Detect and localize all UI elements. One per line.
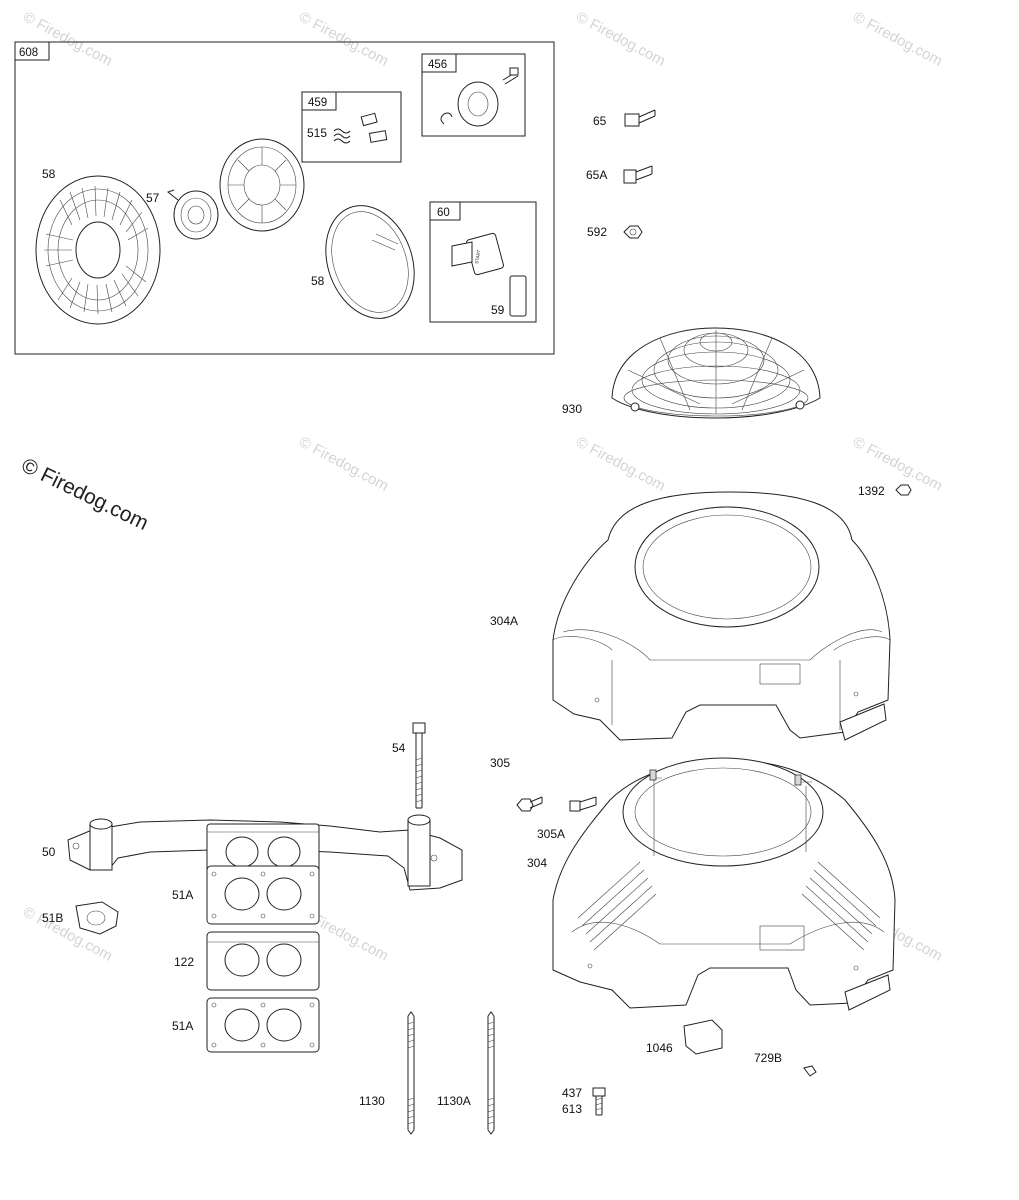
watermark: © Firedog.com [296, 434, 391, 495]
stud-1130A-part [487, 1011, 495, 1135]
gasket-51A-top-part [206, 865, 320, 925]
screw-305A-part [569, 796, 597, 812]
gasket-51B-part [75, 901, 119, 935]
screw-437-part [592, 1087, 606, 1116]
callout-1130: 1130 [359, 1094, 385, 1108]
group-456-box: 456 [421, 53, 526, 137]
watermark: © Firedog.com [296, 9, 391, 70]
recoil-spring-part [325, 205, 415, 319]
callout-613: 613 [562, 1102, 582, 1116]
clip-729B-part [803, 1065, 817, 1077]
handle-start-text: START [474, 249, 481, 264]
starter-pulley-part [219, 138, 305, 232]
callout-305: 305 [490, 756, 510, 770]
callout-65: 65 [593, 114, 607, 128]
callout-1392: 1392 [858, 484, 885, 498]
callout-59: 59 [491, 303, 505, 317]
callout-122: 122 [174, 955, 194, 969]
group-60-box: 60 START 59 [429, 201, 537, 323]
cylinder-shroud-304-part [552, 757, 896, 1011]
callout-51B: 51B [42, 911, 63, 925]
callout-1130A: 1130A [437, 1094, 471, 1108]
gasket-51A-bottom-part [206, 997, 320, 1053]
group-459-box: 459 515 [301, 91, 402, 163]
fan-guard-930-part [611, 327, 821, 419]
callout-51A-bottom: 51A [172, 1019, 193, 1033]
callout-57: 57 [146, 191, 160, 205]
callout-51A-top: 51A [172, 888, 193, 902]
group-label-456: 456 [428, 59, 447, 71]
screw-305-part [516, 796, 543, 812]
cover-1046-part [683, 1019, 723, 1055]
watermark: © Firedog.com [850, 9, 945, 70]
watermark: © Firedog.com [573, 434, 668, 495]
group-label-608: 608 [19, 47, 38, 59]
starter-spring-part [166, 189, 219, 240]
group-608-box: 608 [14, 41, 555, 355]
callout-54: 54 [392, 741, 406, 755]
callout-304A: 304A [490, 614, 518, 628]
group-label-459: 459 [308, 97, 327, 109]
callout-437: 437 [562, 1086, 582, 1100]
watermark: © Firedog.com [20, 9, 115, 70]
stud-1130-part [407, 1011, 415, 1135]
callout-305A: 305A [537, 827, 565, 841]
callout-50: 50 [42, 845, 56, 859]
callout-930: 930 [562, 402, 582, 416]
callout-592: 592 [587, 225, 607, 239]
spacer-122-part [206, 931, 320, 991]
watermark-large: © Firedog.com [18, 454, 152, 535]
group-label-60: 60 [437, 207, 450, 219]
callout-58-housing: 58 [42, 167, 56, 181]
screw-65A-part [623, 165, 653, 184]
starter-housing-part [35, 175, 161, 325]
callout-515: 515 [307, 126, 327, 140]
callout-304: 304 [527, 856, 547, 870]
nut-592-part [623, 225, 643, 239]
callout-729B: 729B [754, 1051, 782, 1065]
callout-1046: 1046 [646, 1041, 673, 1055]
watermark: © Firedog.com [573, 9, 668, 70]
nut-1392-part [895, 484, 912, 496]
callout-58-spring: 58 [311, 274, 325, 288]
bolt-54-part [412, 722, 426, 809]
screw-65-part [624, 109, 656, 127]
callout-65A: 65A [586, 168, 607, 182]
blower-housing-304A-part [552, 491, 891, 741]
